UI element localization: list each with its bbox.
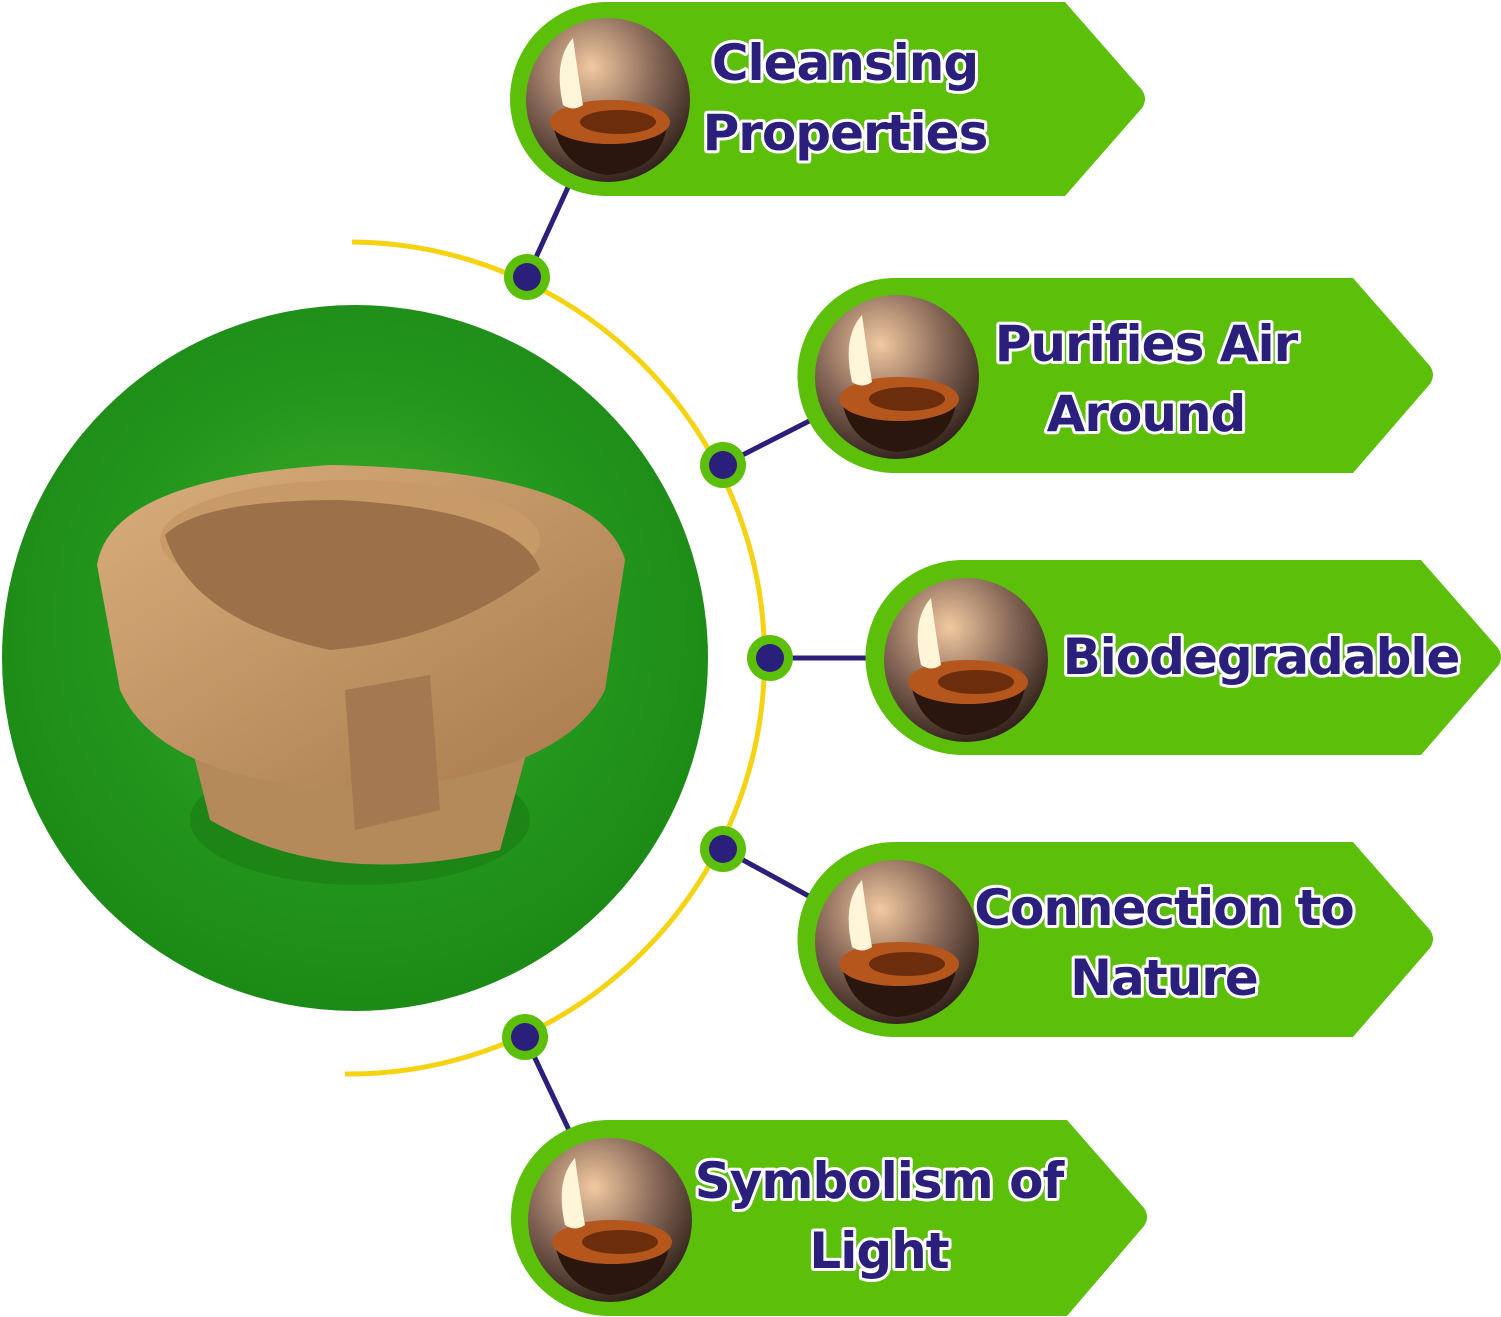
benefit-tag-cleansing: Cleansing Properties [510, 2, 1146, 196]
timeline-dot [504, 254, 550, 300]
benefit-line2: Light [809, 1222, 948, 1280]
sawdust-diya-product-image [97, 465, 625, 885]
timeline-dot [700, 442, 746, 488]
benefit-line1: Biodegradable [1063, 628, 1460, 686]
benefit-tag-connection-to-nature: Connection to Nature [797, 842, 1433, 1037]
timeline-dot [502, 1014, 548, 1060]
benefit-tag-symbolism-of-light: Symbolism of Light [511, 1120, 1147, 1316]
diya-lamp-icon [815, 860, 979, 1024]
diya-lamp-icon [528, 1138, 692, 1302]
timeline-dot [700, 826, 746, 872]
benefit-tag-biodegradable: Biodegradable [865, 560, 1501, 755]
benefit-line1: Connection to [974, 879, 1353, 937]
benefit-line1: Purifies Air [995, 315, 1299, 373]
timeline-dot [747, 635, 793, 681]
timeline-dots [502, 254, 793, 1060]
benefit-tag-purifies-air: Purifies Air Around [797, 278, 1433, 473]
diya-lamp-icon [815, 295, 979, 459]
benefit-line2: Properties [703, 104, 988, 162]
benefit-line2: Around [1047, 385, 1246, 443]
diya-lamp-icon [526, 18, 690, 182]
diya-lamp-icon [884, 578, 1048, 742]
benefit-line1: Cleansing [712, 34, 978, 92]
benefit-line1: Symbolism of [695, 1152, 1066, 1210]
benefit-line2: Nature [1070, 949, 1258, 1007]
